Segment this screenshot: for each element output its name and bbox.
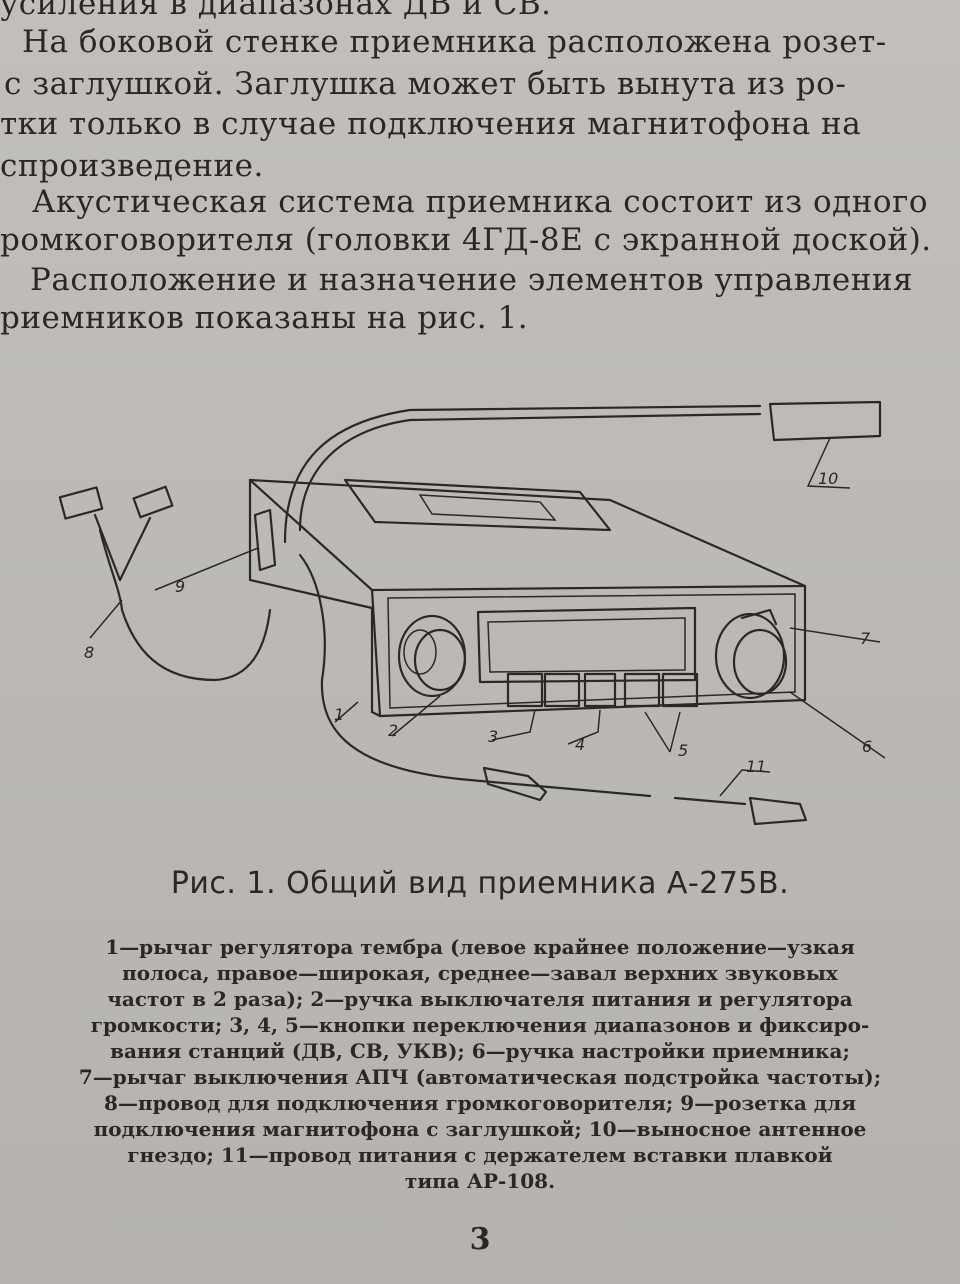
figure-label-5: 5 [678,741,688,760]
speaker-connector-left [58,486,104,520]
antenna-cable-outer [283,404,762,544]
leader-lines [89,437,886,797]
legend-line-5: вания станций (ДВ, СВ, УКВ); 6—ручка нас… [110,1039,850,1063]
figure-label-7: 7 [860,629,871,648]
receiver-housing [248,478,807,718]
body-line-5: спроизведение. [0,148,264,184]
figure-label-1: 1 [334,705,344,724]
radio-receiver-figure: 1 2 3 4 5 6 7 8 9 10 11 [58,400,886,826]
body-line-1: усиления в диапазонах ДВ и СВ. [0,0,552,22]
power-cable [298,553,652,798]
power-plug [748,796,808,826]
figure-label-11: 11 [746,757,766,776]
push-button-fix-2 [661,672,699,708]
legend-line-1: 1—рычаг регулятора тембра (левое крайнее… [105,935,855,959]
legend-line-4: громкости; 3, 4, 5—кнопки переключения д… [90,1013,870,1037]
push-button-sv [543,672,581,708]
figure-label-6: 6 [862,737,872,756]
figure-label-4: 4 [575,735,585,754]
antenna-cable [298,412,762,532]
antenna-socket [768,400,882,442]
body-line-6: Акустическая система приемника состоит и… [32,184,928,220]
top-plate-window [418,494,557,521]
figure-label-10: 10 [818,469,838,488]
side-socket [253,508,277,572]
volume-knob [397,614,467,698]
speaker-cable [98,528,272,682]
figure-label-3: 3 [488,727,498,746]
body-line-2: На боковой стенке приемника расположена … [22,24,887,60]
top-plate-opening [343,478,612,532]
push-button-ukv [583,672,617,708]
fuse-holder [482,766,548,802]
power-cable-end [673,796,747,806]
legend-line-6: 7—рычаг выключения АПЧ (автоматическая п… [78,1065,882,1089]
tuning-knob [714,608,788,700]
legend-line-2: полоса, правое—широкая, среднее—завал ве… [122,961,838,985]
figure-label-9: 9 [175,577,185,596]
speaker-cable-fork [93,513,152,582]
figure-caption: Рис. 1. Общий вид приемника А-275В. [170,866,790,901]
body-line-8: Расположение и назначение элементов упра… [30,262,914,298]
body-line-7: ромкоговорителя (головки 4ГД-8Е с экранн… [0,222,932,258]
speaker-connector-right [132,485,174,519]
legend-line-8: подключения магнитофона с заглушкой; 10—… [93,1117,867,1141]
dial-window [476,606,697,684]
push-buttons [506,672,699,708]
figure-label-2: 2 [388,721,398,740]
push-button-fix-1 [623,672,661,708]
push-button-dv [506,672,544,708]
legend-line-7: 8—провод для подключения громкоговорител… [104,1091,856,1115]
figure-label-8: 8 [84,643,94,662]
page-number: 3 [469,1222,491,1257]
legend-line-9: гнездо; 11—провод питания с держателем в… [127,1143,833,1167]
body-line-4: тки только в случае подключения магнитоф… [0,106,862,142]
legend-line-3: частот в 2 раза); 2—ручка выключателя пи… [107,987,853,1011]
legend-line-10: типа АР-108. [404,1169,556,1193]
body-line-3: с заглушкой. Заглушка может быть вынута … [4,66,847,102]
body-line-9: риемников показаны на рис. 1. [0,300,529,336]
